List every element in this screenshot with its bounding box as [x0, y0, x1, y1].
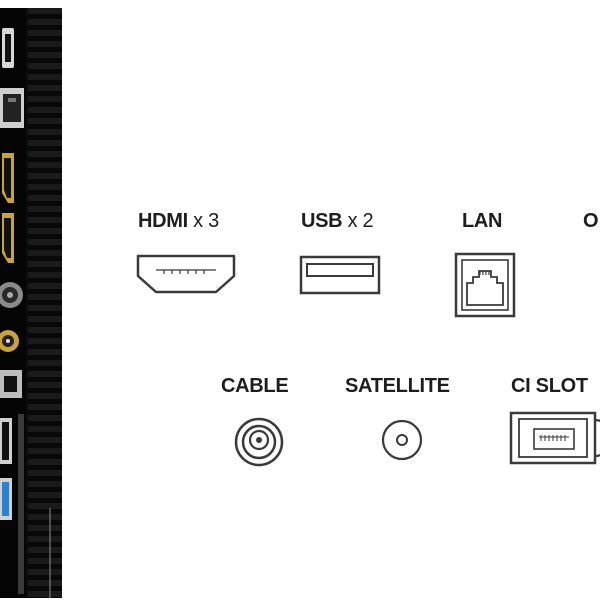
rear-hdmi-port-icon [2, 213, 14, 263]
lan-label: LAN [462, 210, 503, 232]
usb-label: USB x 2 [301, 210, 374, 232]
rear-usb-port-icon [2, 28, 14, 68]
ci-card-slot-icon [509, 411, 600, 465]
satellite-connector-icon [381, 419, 423, 461]
coax-cable-icon [234, 417, 284, 467]
rear-ports-svg [0, 28, 51, 598]
cable-label: CABLE [221, 375, 289, 397]
panel-texture [28, 8, 62, 598]
rear-usb3-port-icon [0, 478, 12, 520]
hdmi-label: HDMI x 3 [138, 210, 219, 232]
rear-optical-port-icon [0, 370, 22, 398]
rear-satellite-port-icon [0, 330, 19, 352]
rear-coax-port-icon [0, 282, 23, 308]
ethernet-port-icon [454, 252, 516, 318]
rear-usb-port-icon [0, 418, 12, 464]
rear-hdmi-port-icon [2, 153, 14, 203]
rear-ci-slot-icon [18, 414, 24, 594]
usb-port-icon [299, 255, 381, 295]
hdmi-port-icon [136, 254, 236, 294]
satellite-label: SATELLITE [345, 375, 450, 397]
ci-slot-label: CI SLOT [511, 375, 588, 397]
rear-lan-port-icon [0, 88, 24, 128]
optical-label: O [583, 210, 599, 232]
tv-back-panel-photo [0, 8, 62, 598]
